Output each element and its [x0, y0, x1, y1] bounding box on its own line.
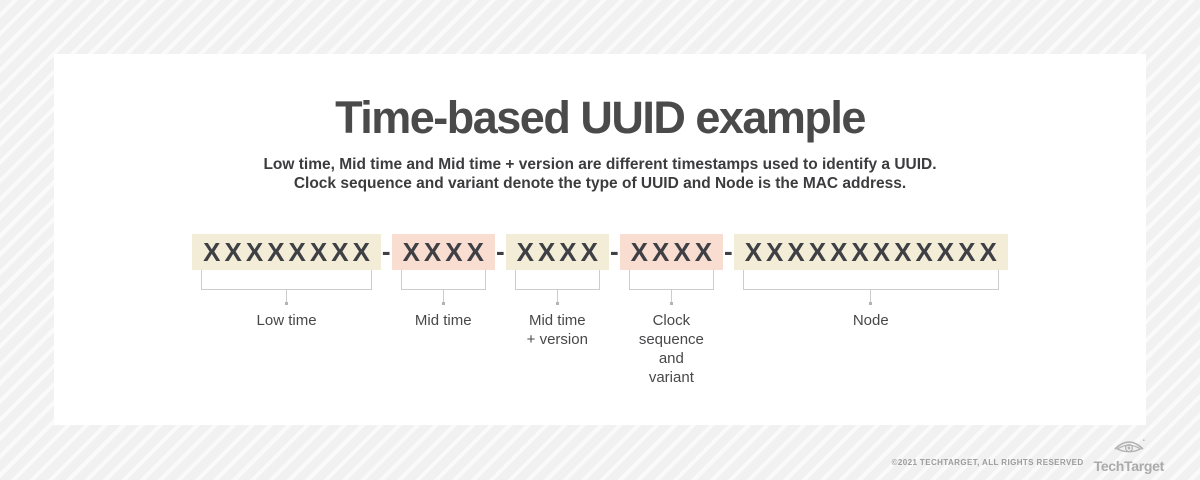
bracket-stem-dot — [869, 302, 873, 305]
page-subtitle: Low time, Mid time and Mid time + versio… — [263, 156, 937, 192]
bracket-stem-dot — [669, 302, 673, 305]
segment-label: Node — [852, 312, 889, 329]
bracket-shape — [201, 270, 372, 290]
uuid-segment-mid-time-version: XXXX Mid time + version — [505, 234, 609, 349]
uuid-segment-box: XXXX — [505, 234, 609, 270]
uuid-separator: - — [724, 236, 733, 266]
uuid-segment-mid-time: XXXX Mid time — [391, 234, 495, 330]
page-title: Time-based UUID example — [335, 92, 866, 143]
content-card: Time-based UUID example Low time, Mid ti… — [54, 54, 1146, 425]
uuid-separator: - — [610, 236, 619, 266]
uuid-segment-low-time: XXXXXXXX Low time — [192, 234, 381, 330]
uuid-segment-node: XXXXXXXXXXXX Node — [733, 234, 1008, 330]
brand-name: TechTarget — [1093, 458, 1165, 474]
bracket-shape — [742, 270, 999, 290]
bracket-stem-dot — [285, 302, 289, 305]
bracket-stem — [556, 290, 558, 302]
bracket-shape — [400, 270, 486, 290]
footer: ©2021 TECHTARGET, ALL RIGHTS RESERVED Te… — [892, 438, 1164, 474]
uuid-segment-box: XXXXXXXXXXXX — [733, 234, 1008, 270]
bracket-stem-dot — [555, 302, 559, 305]
bracket-stem — [870, 290, 872, 302]
segment-label: Clock sequence and variant — [638, 312, 704, 386]
bracket-shape — [514, 270, 600, 290]
uuid-diagram: XXXXXXXX Low time - XXXX Mid time - XXXX… — [54, 234, 1146, 387]
uuid-segment-box: XXXX — [391, 234, 495, 270]
uuid-segment-box: XXXXXXXX — [192, 234, 381, 270]
bracket-stem — [442, 290, 444, 302]
segment-label: Mid time — [414, 312, 472, 329]
bracket-shape — [628, 270, 715, 290]
uuid-separator: - — [495, 236, 505, 266]
segment-label: Low time — [256, 312, 317, 329]
copyright-text: ©2021 TECHTARGET, ALL RIGHTS RESERVED — [891, 458, 1084, 467]
uuid-segment-box: XXXX — [619, 234, 724, 270]
segment-label: Mid time + version — [526, 312, 588, 348]
techtarget-logo: TechTarget — [1094, 438, 1164, 474]
uuid-segment-clock-sequence: XXXX Clock sequence and variant — [619, 234, 724, 387]
bracket-stem — [286, 290, 288, 302]
eye-target-icon — [1112, 438, 1146, 459]
bracket-stem-dot — [441, 302, 445, 305]
uuid-separator: - — [381, 236, 391, 266]
bracket-stem — [670, 290, 672, 302]
